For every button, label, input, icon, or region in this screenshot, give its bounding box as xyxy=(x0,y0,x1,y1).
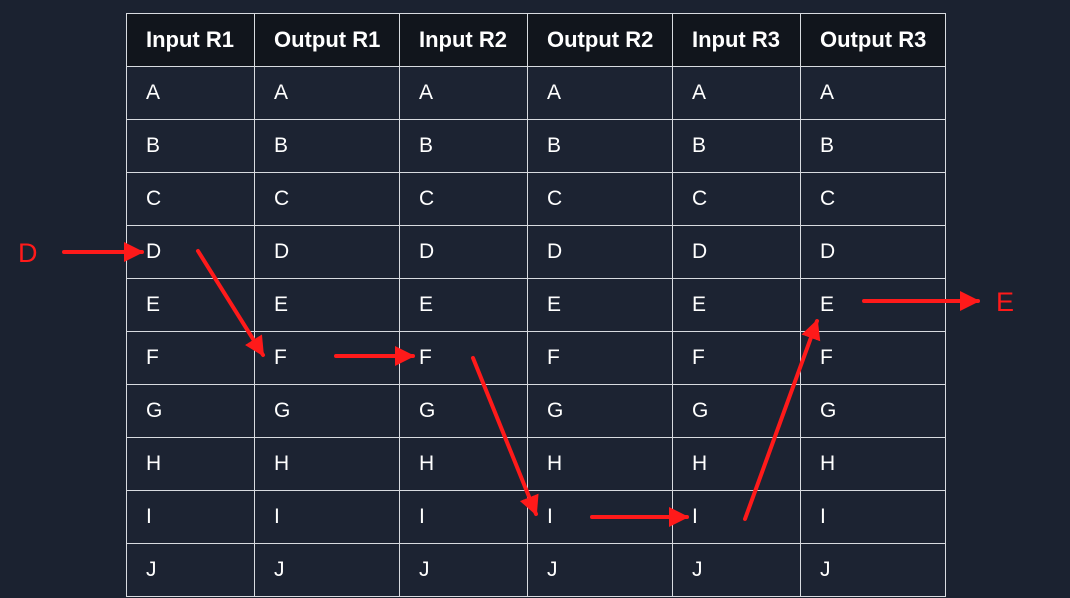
cell-input-r3: A xyxy=(672,66,801,120)
cell-input-r2: G xyxy=(399,384,528,438)
cell-input-r2: A xyxy=(399,66,528,120)
cell-output-r3: F xyxy=(800,331,946,385)
cell-output-r2: J xyxy=(527,543,673,597)
cell-input-r2: I xyxy=(399,490,528,544)
cell-output-r3: C xyxy=(800,172,946,226)
rotor-table: Input R1 Output R1 Input R2 Output R2 In… xyxy=(126,13,946,597)
cell-input-r1: J xyxy=(126,543,255,597)
cell-output-r2: G xyxy=(527,384,673,438)
cell-output-r3: E xyxy=(800,278,946,332)
cell-input-r3: D xyxy=(672,225,801,279)
cell-output-r3: J xyxy=(800,543,946,597)
cell-input-r1: D xyxy=(126,225,255,279)
cell-input-r1: B xyxy=(126,119,255,173)
header-row: Input R1 Output R1 Input R2 Output R2 In… xyxy=(126,13,946,67)
cell-output-r1: D xyxy=(254,225,400,279)
cell-input-r1: E xyxy=(126,278,255,332)
cell-output-r3: H xyxy=(800,437,946,491)
cell-output-r2: C xyxy=(527,172,673,226)
cell-input-r3: H xyxy=(672,437,801,491)
cell-input-r3: E xyxy=(672,278,801,332)
cell-output-r2: A xyxy=(527,66,673,120)
column-header-output-r2: Output R2 xyxy=(527,13,673,67)
cell-input-r1: H xyxy=(126,437,255,491)
cell-input-r1: I xyxy=(126,490,255,544)
cell-input-r2: D xyxy=(399,225,528,279)
cell-output-r3: D xyxy=(800,225,946,279)
cell-output-r3: G xyxy=(800,384,946,438)
cell-output-r2: F xyxy=(527,331,673,385)
cell-output-r1: E xyxy=(254,278,400,332)
cell-input-r3: I xyxy=(672,490,801,544)
cell-output-r2: D xyxy=(527,225,673,279)
cell-output-r1: I xyxy=(254,490,400,544)
cell-output-r2: E xyxy=(527,278,673,332)
cell-input-r3: J xyxy=(672,543,801,597)
output-letter-label: E xyxy=(996,287,1015,317)
column-header-input-r3: Input R3 xyxy=(672,13,801,67)
cell-output-r1: A xyxy=(254,66,400,120)
cell-input-r3: G xyxy=(672,384,801,438)
cell-output-r1: F xyxy=(254,331,400,385)
column-header-input-r1: Input R1 xyxy=(126,13,255,67)
cell-input-r2: E xyxy=(399,278,528,332)
cell-output-r3: I xyxy=(800,490,946,544)
cell-output-r3: A xyxy=(800,66,946,120)
cell-output-r2: B xyxy=(527,119,673,173)
cell-input-r2: F xyxy=(399,331,528,385)
cell-input-r1: G xyxy=(126,384,255,438)
cell-output-r1: B xyxy=(254,119,400,173)
cell-output-r3: B xyxy=(800,119,946,173)
column-header-output-r3: Output R3 xyxy=(800,13,946,67)
cell-input-r1: F xyxy=(126,331,255,385)
cell-output-r1: G xyxy=(254,384,400,438)
cell-output-r1: C xyxy=(254,172,400,226)
cell-input-r1: C xyxy=(126,172,255,226)
cell-input-r3: C xyxy=(672,172,801,226)
column-header-input-r2: Input R2 xyxy=(399,13,528,67)
cell-input-r2: H xyxy=(399,437,528,491)
cell-input-r1: A xyxy=(126,66,255,120)
column-header-output-r1: Output R1 xyxy=(254,13,400,67)
cell-input-r2: C xyxy=(399,172,528,226)
cell-output-r1: H xyxy=(254,437,400,491)
cell-input-r2: B xyxy=(399,119,528,173)
cell-input-r2: J xyxy=(399,543,528,597)
cell-output-r2: H xyxy=(527,437,673,491)
input-letter-label: D xyxy=(18,238,38,268)
cell-input-r3: B xyxy=(672,119,801,173)
cell-input-r3: F xyxy=(672,331,801,385)
cell-output-r1: J xyxy=(254,543,400,597)
cell-output-r2: I xyxy=(527,490,673,544)
